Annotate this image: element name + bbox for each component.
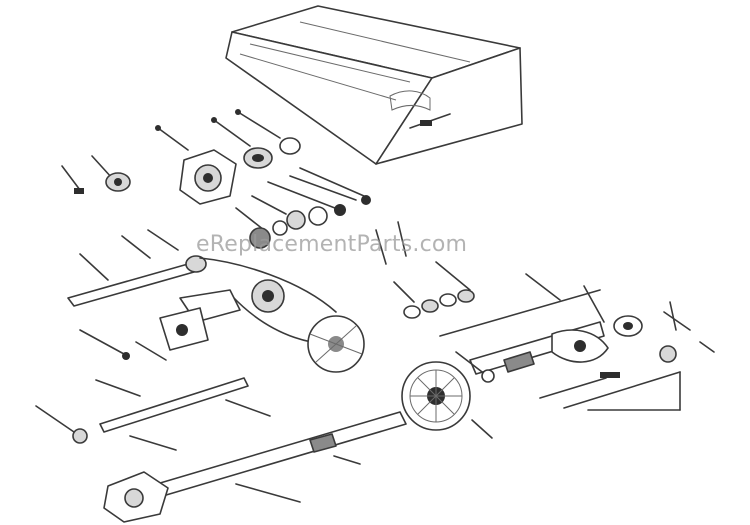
bearing-flange-assembly (155, 109, 301, 205)
main-axle (103, 411, 407, 523)
belt-and-pulleys (159, 257, 365, 373)
auger-housing (225, 5, 523, 165)
washer-stack (375, 221, 475, 319)
drive-wheel-hub (401, 361, 493, 439)
lower-shafts (35, 329, 271, 451)
watermark-text: eReplacementParts.com (196, 232, 468, 257)
upper-drive-shaft (67, 229, 207, 307)
right-fasteners (455, 273, 677, 383)
left-fasteners (61, 155, 131, 194)
right-axle-assembly (439, 289, 715, 411)
spacer-and-bushing-set (235, 167, 371, 249)
